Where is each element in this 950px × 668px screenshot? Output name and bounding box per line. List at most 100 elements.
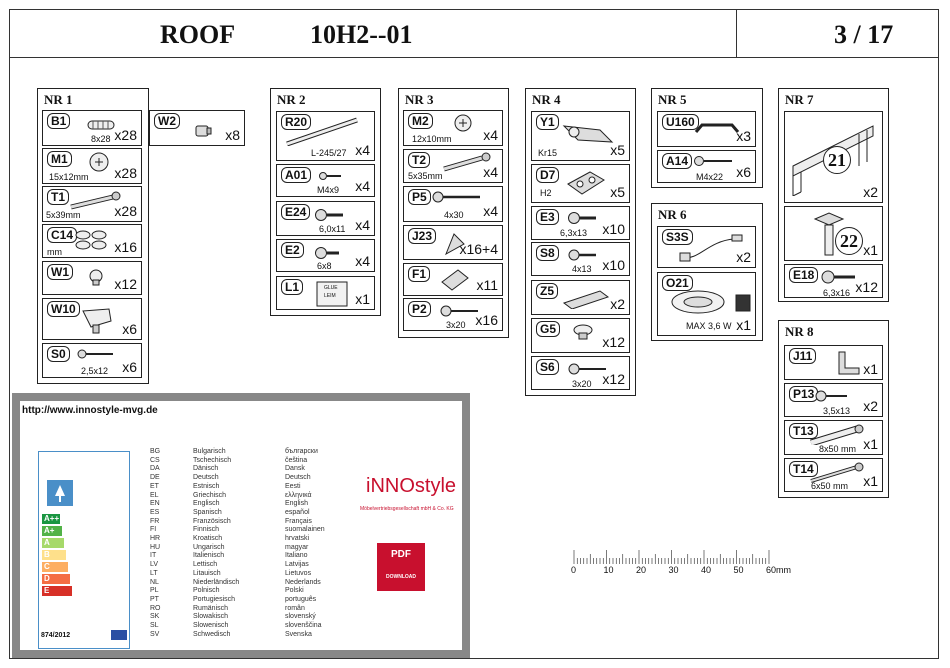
part-number: 22 [835,227,863,255]
glue-label-1: GLUE [324,285,338,291]
part-qty: x3 [736,128,751,144]
eu-flag-icon [111,630,127,640]
part-qty: x12 [602,371,625,387]
part-dim: 15x12mm [49,172,89,182]
group-title: NR 1 [44,92,73,107]
header-vertical-divider [736,9,737,57]
part-code: T14 [789,461,818,477]
part-dim: 5x39mm [46,210,81,220]
part-p5: P5 4x30 x4 [403,186,503,222]
energy-class-b: B [42,550,66,560]
part-qty: x2 [736,249,751,265]
part-qty: x11 [476,277,498,293]
bolt-icon [694,156,732,166]
part-code: U160 [662,114,699,130]
part-e3: E3 6,3x13 x10 [531,206,630,240]
part-dim: 8x50 mm [819,444,857,454]
part-qty: x4 [355,142,370,158]
part-qty: x2 [610,296,625,312]
part-code: O21 [662,275,693,291]
part-e2: E2 6x8 x4 [276,239,375,272]
part-code: T13 [789,423,818,439]
part-code: P2 [408,301,431,317]
shelf-pin-icon [89,269,103,286]
part-c14: C14 mm x16 [42,224,142,258]
part-code: B1 [47,113,71,129]
group-title: NR 4 [532,92,561,107]
part-p2: P2 3x20 x16 [403,298,503,331]
screw-icon [432,191,480,203]
part-qty: x16+4 [459,241,498,257]
part-u160: U160 x3 [657,111,756,147]
part-qty: x4 [483,164,498,180]
ruler-label: 50 [733,565,744,575]
part-j23: J23 x16+4 [403,225,503,260]
bumper-pads-icon [75,230,107,250]
part-j11: J11 x1 [784,345,883,380]
part-g5: G5 x12 [531,318,630,353]
part-dim: 6x8 [317,261,332,271]
screw-icon [815,390,847,402]
cam-lock-icon [89,152,109,172]
screw-icon [315,247,339,259]
energy-class-a: A [42,538,64,548]
part-m1: M1 15x12mm x28 [42,148,142,184]
part-code: E2 [281,242,304,258]
part-dim: MAX 3,6 W [686,321,732,331]
part-qty: x1 [863,361,878,377]
part-code: J11 [789,348,817,364]
part-number: 21 [823,146,851,174]
part-code: S3S [662,229,693,245]
part-code: S8 [536,245,559,261]
part-dim: 12x10mm [412,134,452,144]
part-qty: x1 [736,317,751,333]
part-e24: E24 6,0x11 x4 [276,201,375,236]
part-w1: W1 x12 [42,261,142,295]
part-code: M1 [47,151,72,167]
part-qty: x5 [610,184,625,200]
part-qty: x1 [863,436,878,452]
cap-icon [195,125,212,137]
part-code: W2 [154,113,180,129]
cam-bolt-icon [70,191,121,210]
part-dim: 4x30 [444,210,464,220]
part-code: W1 [47,264,73,280]
angle-bracket-icon [838,351,860,375]
website-link[interactable]: http://www.innostyle-mvg.de [22,405,158,416]
part-code: G5 [536,321,561,337]
part-qty: x6 [122,321,137,337]
energy-efficiency-scale: A++ A+ A B C D E 874/2012 [38,451,130,649]
part-qty: x1 [355,291,370,307]
part-qty: x2 [863,184,878,200]
part-qty: x10 [602,257,625,273]
angle-bracket-icon [445,233,465,256]
part-code: R20 [281,114,312,130]
pdf-download-icon[interactable]: PDF DOWNLOAD [377,543,425,591]
connector-plate-icon [441,269,469,291]
mm-ruler [573,550,770,564]
group-title: NR 5 [658,92,687,107]
group-title: NR 2 [277,92,306,107]
group-title: NR 6 [658,207,687,222]
part-22: 22 x1 [784,206,883,261]
energy-class-c: C [42,562,68,572]
glue-bottle-icon [316,281,348,307]
part-t14: T14 6x50 mm x1 [784,458,883,492]
part-code: E24 [281,204,311,220]
part-qty: x2 [863,398,878,414]
part-dim: 3x20 [446,320,466,330]
part-code: Z5 [536,283,559,299]
screw-icon [568,363,606,375]
dowel-icon [87,120,115,130]
part-qty: x4 [355,253,370,269]
part-t1: T1 5x39mm x28 [42,186,142,222]
regulation-number: 874/2012 [41,632,71,639]
part-code: A01 [281,167,312,183]
page-title: ROOF [160,20,236,49]
part-code: M2 [408,113,433,129]
part-dim: M4x9 [317,185,340,195]
energy-class-e: E [42,586,72,596]
part-code: F1 [408,266,431,282]
rail-icon [286,117,358,146]
part-dim: 2,5x12 [81,366,109,376]
